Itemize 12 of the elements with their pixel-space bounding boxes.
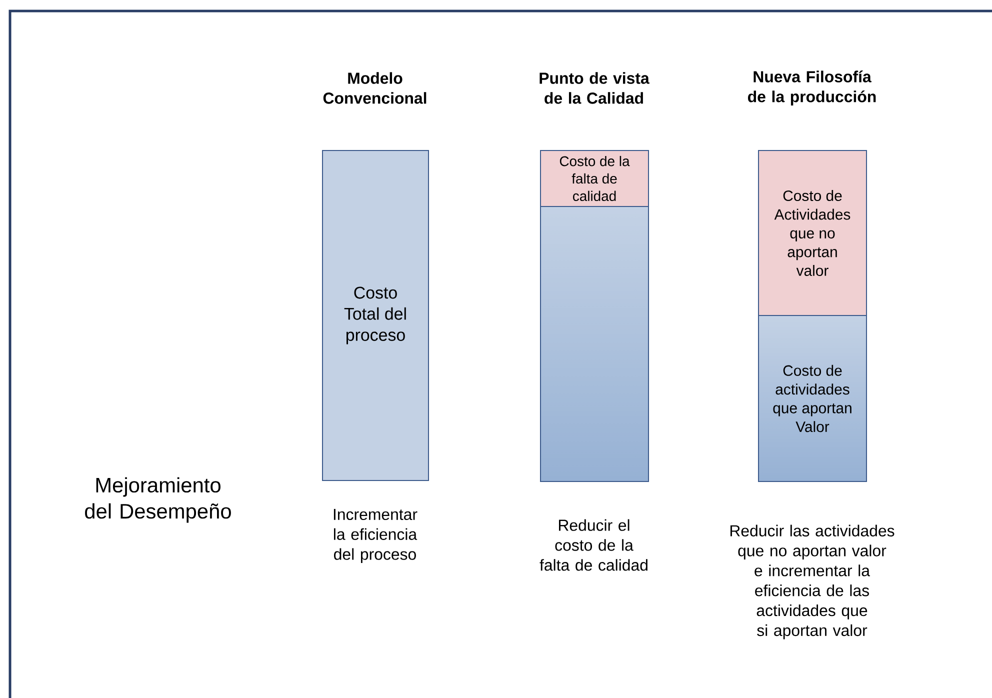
goal-text: Reducir el costo de la falta de calidad [540, 519, 648, 571]
cost-bar-segment [540, 206, 649, 482]
goal-text: Incrementar la eficiencia del proceso [334, 508, 418, 564]
goal-text: Reducir las actividades que no aportan valor e incrementar la eficiencia de las actividades que si aportan valor [730, 524, 894, 640]
column-heading: Modelo Convencional [323, 72, 426, 104]
cost-bar-segment: Costo Total del proceso [322, 150, 429, 481]
cost-bar-segment: Costo de actividades que aportan Valor [758, 315, 867, 482]
cost-bar-segment: Costo de Actividades que no aportan valor [758, 150, 867, 316]
column-heading: Nueva Filosofía de la producción [748, 70, 876, 106]
row-label: Mejoramiento del Desempeño [85, 477, 231, 523]
cost-bar-segment: Costo de la falta de calidad [540, 150, 649, 207]
column-heading: Punto de vista de la Calidad [540, 72, 650, 104]
